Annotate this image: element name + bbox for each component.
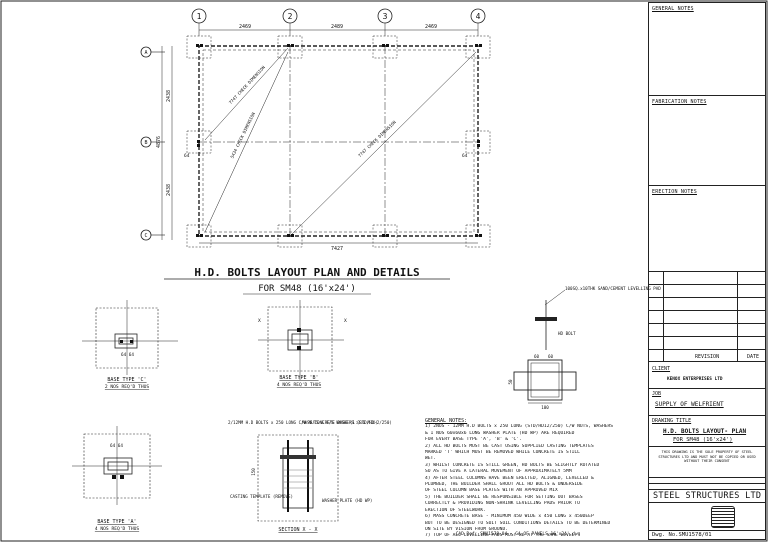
check-dim-1: 7747 CHECK DIMENSION bbox=[228, 64, 266, 105]
note-line: ON SITE BY VISION FROM GROUND. bbox=[425, 526, 508, 532]
tb-date: DATE bbox=[747, 354, 760, 360]
tb-copyright: THIS DRAWING IS THE SOLE PROPERTY OF STE… bbox=[658, 450, 756, 464]
section-dim-150: 150 bbox=[251, 468, 256, 476]
note-line: ERECTION OF STEELWORK. bbox=[425, 507, 486, 513]
tb-drawing-title-label: DRAWING TITLE bbox=[652, 418, 692, 424]
tb-client-label: CLIENT bbox=[652, 366, 671, 372]
svg-text:A: A bbox=[144, 50, 147, 56]
title-block: GENERAL NOTES FABRICATION NOTES ERECTION… bbox=[648, 2, 766, 540]
section-title: SECTION X - X bbox=[278, 527, 317, 533]
dim-edge-right: 64 bbox=[462, 153, 468, 159]
section-x-x-detail: 2/12MM H.D BOLTS x 250 LONG C/W NUTS & F… bbox=[228, 420, 392, 533]
tb-fabrication-notes: FABRICATION NOTES bbox=[652, 99, 707, 105]
column-base-detail: 100SQ.x10THK SAND/CEMENT LEVELLING PAD H… bbox=[508, 286, 661, 410]
general-notes-title: GENERAL NOTES: bbox=[425, 418, 468, 424]
company-logo bbox=[711, 506, 735, 528]
note-line: 2) ALL HD BOLTS MUST BE CAST USING SUPPL… bbox=[425, 443, 594, 449]
bolt-layout-plan: 1 2 3 4 A B C 2469 2489 2469 2438 4876 2… bbox=[140, 8, 491, 295]
grid-bubble-1: 1 bbox=[191, 8, 207, 24]
svg-text:2: 2 bbox=[288, 12, 293, 21]
grid-bubble-3: 3 bbox=[377, 8, 393, 24]
note-line: 5) THE BUILDER SHALL BE RESPONSIBLE FOR … bbox=[425, 494, 583, 500]
base-c-sub: 2 NOS REQ'D THUS bbox=[105, 384, 149, 390]
general-notes: GENERAL NOTES: 1) 2NOS - 12MM H.D BOLTS … bbox=[425, 418, 630, 540]
dim-left-bottom: 2438 bbox=[166, 184, 172, 196]
base-b-title: BASE TYPE 'B' bbox=[279, 375, 318, 381]
check-dim-2: 5434 CHECK DIMENSION bbox=[229, 111, 256, 159]
note-line: OF STEEL COLUMN BASE PLATES WITH AN APPR… bbox=[425, 488, 558, 494]
dim-bottom-total: 7427 bbox=[331, 246, 343, 252]
base-c-title: BASE TYPE 'C' bbox=[107, 377, 146, 383]
tb-revision: REVISION bbox=[695, 354, 720, 360]
cad-reference: CAD Ref: SMU1578-04 - GA OF PANELS-16'x2… bbox=[456, 531, 581, 537]
levelling-pad-note: 100SQ.x10THK SAND/CEMENT LEVELLING PAD bbox=[565, 286, 661, 291]
section-casting-template: CASTING TEMPLATE (REMOVE) bbox=[230, 494, 293, 499]
section-washer-plate: WASHER PLATE (HD WP) bbox=[322, 498, 372, 503]
dim-bay-2: 2489 bbox=[331, 24, 343, 30]
tb-company: STEEL STRUCTURES LTD bbox=[653, 491, 762, 501]
note-line: MARKED 'T' WHICH MUST BE REMOVED WHILE C… bbox=[425, 450, 580, 456]
row-bubble-b: B bbox=[140, 136, 165, 148]
dim-left-total: 4876 bbox=[156, 136, 162, 148]
hd-bolt-label: HD BOLT bbox=[558, 331, 576, 336]
tb-drawing-title: H.D. BOLTS LAYOUT- PLAN bbox=[663, 428, 747, 435]
grid-bubble-2: 2 bbox=[282, 8, 298, 24]
note-line: PLUMBED, THE BUILDER SHALL GROUT ALL HD … bbox=[425, 482, 583, 488]
section-bolt-note: 2/12MM H.D BOLTS x 250 LONG C/W NUTS & F… bbox=[228, 420, 392, 425]
note-line: CORRECTLY & PROVIDING NON-SHRINK LEVELLI… bbox=[425, 501, 580, 507]
dim-60a: 60 bbox=[534, 354, 540, 359]
tb-dwg-no: Dwg. No.SMU1578/01 bbox=[652, 532, 712, 538]
note-line: & 1 NOS 60x60x6 LONG WASHER PLATE (HD WP… bbox=[425, 430, 575, 436]
base-a-title: BASE TYPE 'A' bbox=[97, 519, 136, 525]
note-line: FOR EVERY BASE TYPE 'A', 'B' & 'C'. bbox=[425, 437, 522, 443]
dim-left-top: 2438 bbox=[166, 90, 172, 102]
svg-text:4: 4 bbox=[476, 12, 481, 21]
base-a-sub: 4 NOS REQ'D THUS bbox=[95, 526, 139, 532]
svg-text:C: C bbox=[144, 233, 147, 239]
svg-text:X: X bbox=[344, 318, 347, 324]
dim-100: 100 bbox=[541, 405, 549, 410]
note-line: 7) TOP OF ALL LEVELLING PADS MUST BE AT … bbox=[425, 533, 578, 539]
svg-text:64 64: 64 64 bbox=[110, 443, 123, 449]
svg-text:3: 3 bbox=[383, 12, 388, 21]
row-bubble-c: C bbox=[140, 229, 165, 241]
note-line: SO AS TO GIVE A LATERAL MOVEMENT OF APPR… bbox=[425, 469, 572, 475]
base-b-sub: 4 NOS REQ'D THUS bbox=[277, 382, 321, 388]
section-mass-concrete: MASS CONCRETE BASE (1:3:6 MIX) bbox=[302, 420, 378, 425]
note-line: WET. bbox=[425, 456, 437, 462]
note-line: 4) AFTER STEEL COLUMNS HAVE BEEN ERECTED… bbox=[425, 475, 594, 481]
base-type-b-detail: X X BASE TYPE 'B' 4 NOS REQ'D THUS bbox=[258, 300, 347, 388]
tb-client: KENOX ENTERPRISES LTD bbox=[667, 377, 723, 382]
dim-edge-left: 64 bbox=[184, 153, 190, 159]
plan-title: H.D. BOLTS LAYOUT PLAN AND DETAILS bbox=[194, 266, 419, 279]
dim-bay-3: 2469 bbox=[425, 24, 437, 30]
tb-drawing-title-2: FOR SM48 (16'x24') bbox=[673, 437, 733, 443]
base-type-c-detail: 64 64 BASE TYPE 'C' 2 NOS REQ'D THUS bbox=[82, 300, 178, 390]
dim-bay-1: 2469 bbox=[239, 24, 251, 30]
plan-subtitle: FOR SM48 (16'x24') bbox=[258, 284, 356, 294]
dim-50: 50 bbox=[508, 379, 513, 385]
tb-job-label: JOB bbox=[652, 391, 662, 397]
note-line: 6) MASS CONCRETE BASE - MINIMUM 450 WIDE… bbox=[425, 514, 594, 520]
tb-job: SUPPLY OF WELFRIENT bbox=[655, 401, 724, 408]
svg-text:64 64: 64 64 bbox=[121, 352, 134, 358]
grid-bubble-4: 4 bbox=[470, 8, 486, 24]
row-bubble-a: A bbox=[140, 46, 165, 58]
base-type-a-detail: 64 64 BASE TYPE 'A' 4 NOS REQ'D THUS bbox=[72, 426, 162, 532]
note-line: BUT TO BE DESIGNED TO SUIT SOIL CONDITIO… bbox=[425, 520, 611, 526]
check-dim-3: 7747 CHECK DIMENSION bbox=[357, 119, 397, 158]
svg-text:X: X bbox=[258, 318, 261, 324]
note-line: 1) 2NOS - 12MM H.D BOLTS x 250 LONG (STD… bbox=[425, 424, 614, 430]
dim-60b: 60 bbox=[548, 354, 554, 359]
note-line: 3) WHILST CONCRETE IS STILL GREEN, HD BO… bbox=[425, 462, 600, 468]
svg-text:B: B bbox=[144, 140, 147, 146]
svg-text:1: 1 bbox=[197, 12, 202, 21]
tb-erection-notes: ERECTION NOTES bbox=[652, 189, 697, 195]
tb-general-notes: GENERAL NOTES bbox=[652, 6, 694, 12]
